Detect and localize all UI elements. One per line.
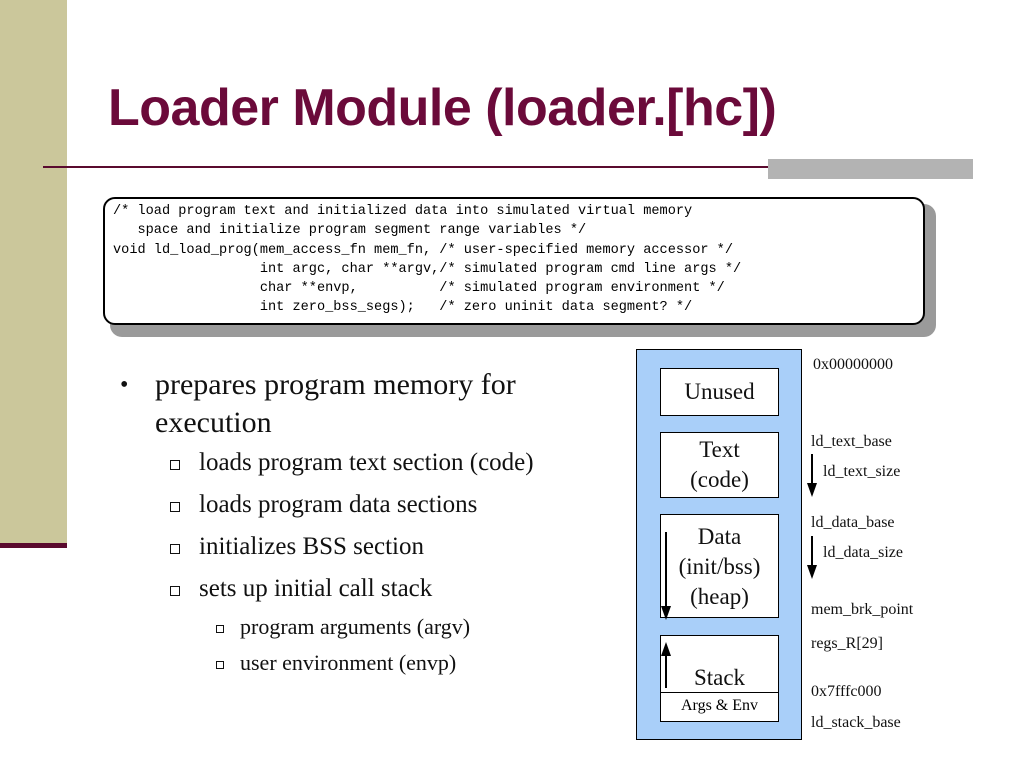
code-line: int zero_bss_segs); /* zero uninit data … (113, 300, 693, 316)
sub-bullet: loads program text section (code) (120, 448, 620, 478)
sub-sub-bullet-text: program arguments (argv) (240, 614, 471, 639)
segment-data-sublabel: (init/bss) (678, 554, 761, 579)
segment-data-sublabel: (heap) (690, 584, 749, 609)
segment-stack: Stack (660, 635, 779, 693)
segment-text-sublabel: (code) (690, 467, 749, 492)
sub-bullet-text: initializes BSS section (199, 533, 424, 560)
title-accent-bar (768, 159, 973, 179)
segment-data-label: Data (697, 524, 742, 549)
bullet-main: • prepares program memory for execution (120, 366, 620, 442)
bullet-list: • prepares program memory for execution … (120, 366, 620, 676)
code-line: space and initialize program segment ran… (113, 223, 587, 239)
sub-sub-bullet: program arguments (argv) (120, 614, 620, 640)
square-bullet-icon (170, 586, 180, 596)
segment-text: Text (code) (660, 432, 779, 498)
segment-args-env: Args & Env (660, 692, 779, 722)
segment-unused-label: Unused (684, 379, 755, 404)
code-line: /* load program text and initialized dat… (113, 204, 693, 219)
sub-bullet-text: sets up initial call stack (199, 575, 433, 602)
segment-unused: Unused (660, 368, 779, 416)
code-line: char **envp, /* simulated program enviro… (113, 281, 725, 297)
code-line: void ld_load_prog(mem_access_fn mem_fn, … (113, 242, 733, 258)
heap-growth-arrowhead (661, 606, 671, 620)
square-bullet-icon (170, 460, 180, 470)
sub-bullet-text: loads program data sections (199, 491, 478, 518)
stack-growth-arrowhead (661, 642, 671, 656)
square-bullet-icon (216, 625, 224, 633)
label-addr-stack: 0x7fffc000 (811, 683, 882, 700)
sub-sub-bullet: user environment (envp) (120, 650, 620, 676)
label-data-base: ld_data_base (811, 514, 895, 531)
label-text-base: ld_text_base (811, 433, 892, 450)
segment-args-env-label: Args & Env (680, 697, 759, 714)
side-decoration-line (0, 543, 67, 548)
label-brk-point: mem_brk_point (811, 601, 914, 618)
sub-bullet-text: loads program text section (code) (199, 449, 534, 476)
text-size-arrowhead (807, 483, 817, 497)
data-size-arrowhead (807, 565, 817, 579)
segment-stack-label: Stack (693, 665, 746, 690)
label-regs: regs_R[29] (811, 635, 883, 652)
code-line: int argc, char **argv,/* simulated progr… (113, 261, 742, 277)
sub-bullet: initializes BSS section (120, 532, 620, 562)
side-decoration-bar (0, 0, 67, 548)
sub-sub-bullet-text: user environment (envp) (240, 650, 457, 675)
square-bullet-icon (216, 661, 224, 669)
title-underline (43, 166, 973, 168)
square-bullet-icon (170, 544, 180, 554)
bullet-dot-icon: • (120, 372, 129, 398)
slide-title: Loader Module (loader.[hc]) (108, 79, 777, 137)
square-bullet-icon (170, 502, 180, 512)
sub-bullet: loads program data sections (120, 490, 620, 520)
segment-text-label: Text (699, 437, 740, 462)
bullet-main-text: prepares program memory for execution (155, 368, 516, 439)
code-snippet-box: /* load program text and initialized dat… (103, 197, 925, 325)
label-addr-top: 0x00000000 (813, 356, 893, 373)
label-text-size: ld_text_size (823, 463, 901, 480)
label-data-size: ld_data_size (823, 544, 903, 561)
segment-data: Data (init/bss) (heap) (660, 514, 779, 618)
sub-bullet: sets up initial call stack (120, 574, 620, 604)
label-stack-base: ld_stack_base (811, 714, 901, 731)
